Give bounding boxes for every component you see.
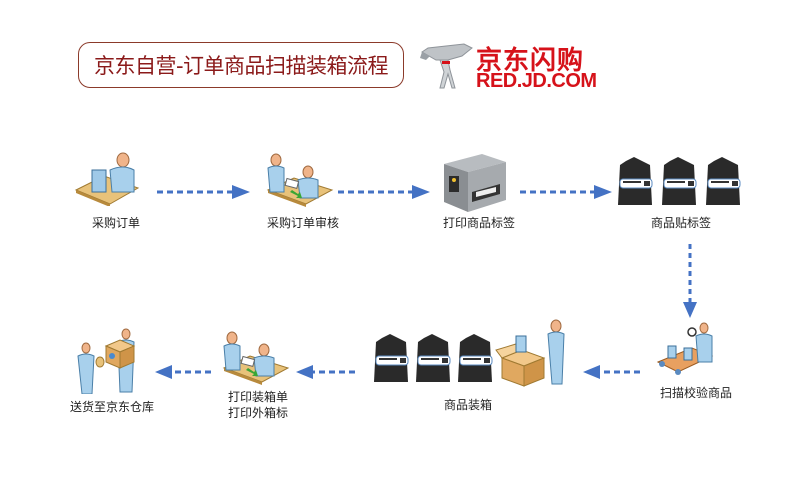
step-8-node: [74, 328, 140, 398]
step-7-node: [220, 330, 292, 392]
step-1-node: [74, 152, 146, 210]
step-5-node: [656, 322, 716, 382]
label-printer-icon: [444, 154, 506, 212]
two-people-reviewing-icon: [266, 153, 334, 207]
arrow-7-to-8: [155, 365, 211, 379]
step-7-label-line1: 打印装箱单: [227, 390, 289, 404]
arrow-1-to-2: [157, 185, 250, 199]
step-7-label-line2: 打印外箱标: [227, 406, 289, 420]
arrow-5-to-6: [583, 365, 640, 379]
step-8-label: 送货至京东仓库: [69, 400, 155, 414]
arrow-3-to-4: [520, 185, 612, 199]
brand-logo: 京东闪购 RED.JD.COM: [418, 40, 598, 94]
step-2-label: 采购订单审核: [266, 216, 340, 230]
page-title: 京东自营-订单商品扫描装箱流程: [93, 54, 389, 78]
logo-chinese-text: 京东闪购: [476, 46, 585, 76]
step-6-label: 商品装箱: [443, 398, 493, 412]
logo-english-text: RED.JD.COM: [476, 70, 597, 92]
step-1-label: 采购订单: [91, 216, 141, 230]
person-at-computer-icon: [74, 152, 140, 207]
title-box: 京东自营-订单商品扫描装箱流程: [78, 42, 404, 88]
jd-dog-mascot-icon: [420, 43, 473, 89]
scanning-conveyor-icon: [656, 322, 714, 375]
arrow-4-to-5: [683, 244, 697, 318]
step-3-label: 打印商品标签: [442, 216, 516, 230]
step-3-node: [442, 152, 508, 218]
step-4-label: 商品贴标签: [650, 216, 712, 230]
step-6-node: [372, 318, 572, 394]
step-5-label: 扫描校验商品: [659, 386, 733, 400]
arrow-6-to-7: [296, 365, 355, 379]
two-people-printing-icon: [222, 331, 290, 385]
jackets-packing-box-icon: [374, 319, 565, 387]
step-4-node: [616, 155, 746, 215]
labeled-jackets-icon: [618, 157, 741, 205]
arrow-2-to-3: [338, 185, 430, 199]
delivery-people-icon: [77, 328, 136, 395]
step-2-node: [264, 152, 336, 212]
